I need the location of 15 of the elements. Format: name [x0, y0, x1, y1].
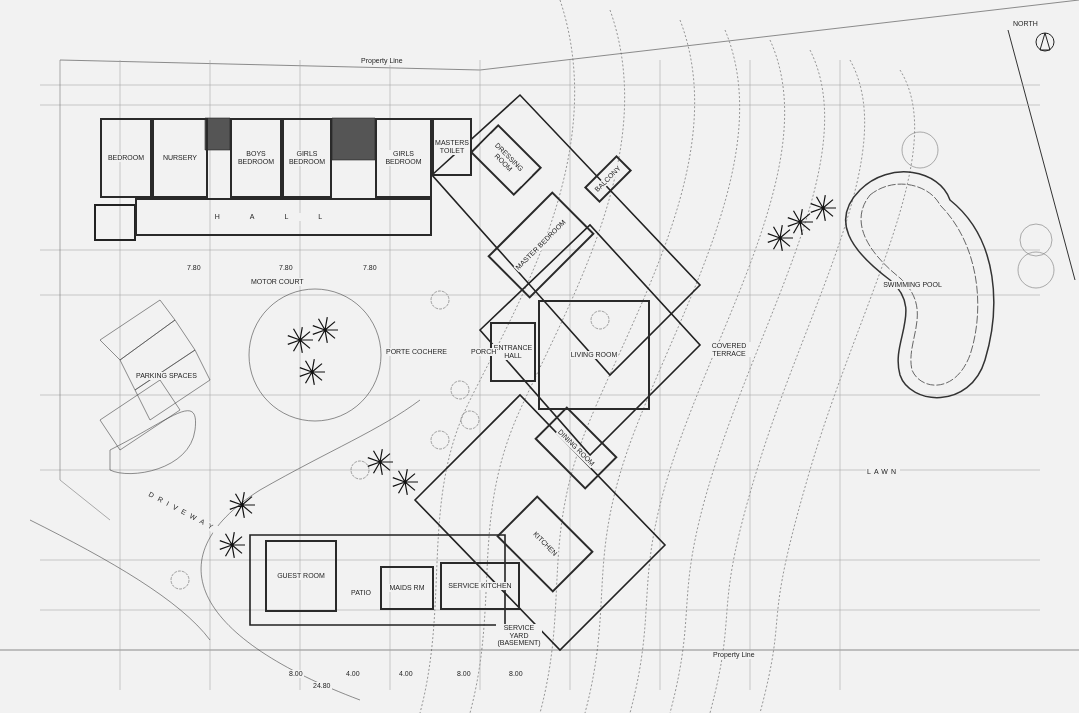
room-outline	[230, 118, 282, 198]
room-outline	[265, 540, 337, 612]
room-outline	[440, 562, 520, 610]
room-outline	[469, 123, 543, 197]
room-outline	[432, 118, 472, 176]
room-outline	[375, 118, 432, 198]
room-outline	[487, 191, 595, 299]
room-outline	[583, 154, 633, 204]
room-outline	[152, 118, 208, 198]
room-outline	[538, 300, 650, 410]
room-outline	[100, 118, 152, 198]
room-outline	[534, 406, 618, 490]
room-outline	[282, 118, 332, 198]
room-outline	[380, 566, 434, 610]
room-outline	[135, 198, 432, 236]
